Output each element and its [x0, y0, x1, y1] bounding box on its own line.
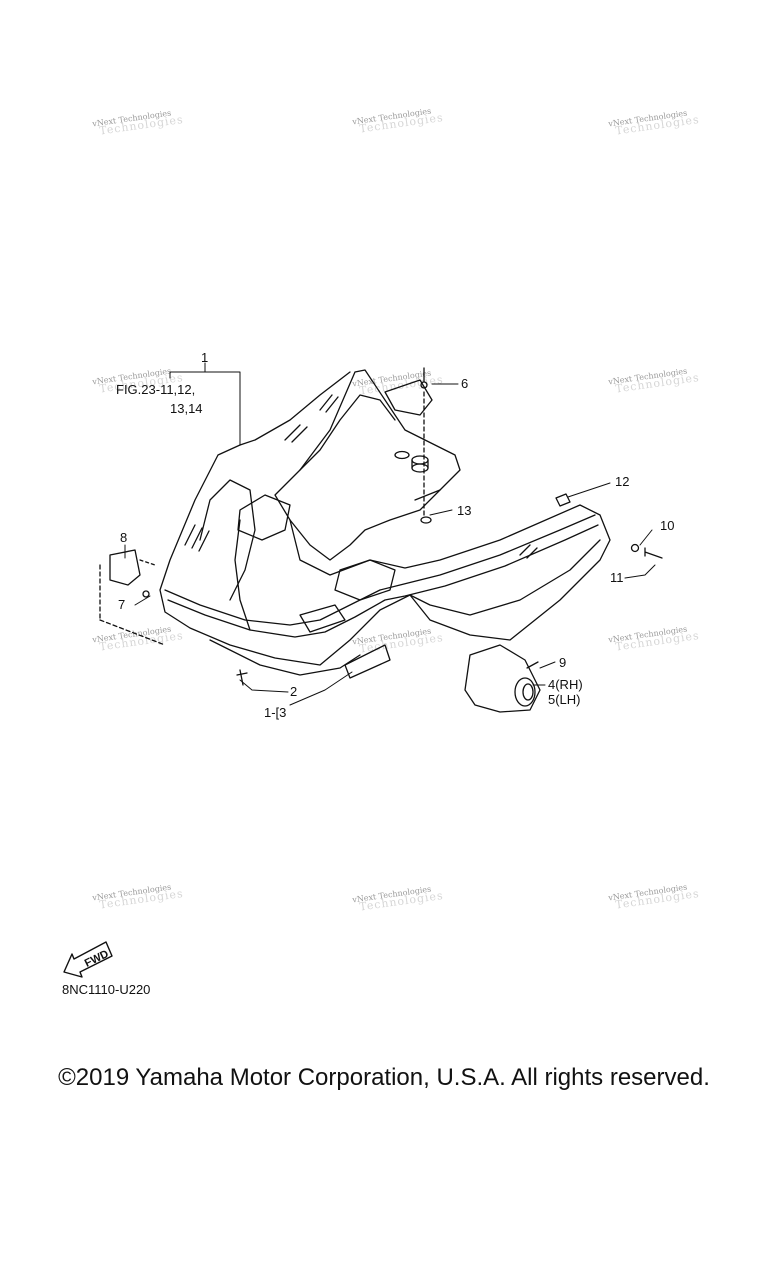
inner-bulkhead [289, 489, 441, 561]
copyright-notice: ©2019 Yamaha Motor Corporation, U.S.A. A… [58, 1064, 710, 1091]
callout-4: 4(RH) [548, 677, 583, 692]
callout-6: 6 [461, 376, 469, 391]
clip-2 [236, 669, 248, 686]
panel-rim-2 [167, 524, 599, 638]
callout-10: 10 [660, 518, 675, 533]
panel-rim [164, 514, 596, 626]
vent-slots [184, 394, 538, 559]
diagram-code: 8NC1110-U220 [62, 982, 151, 997]
side-scoop [199, 479, 256, 601]
fwd-arrow-icon: FWD [63, 941, 113, 978]
front-panel-outline [159, 369, 611, 666]
center-bracket [334, 559, 396, 601]
callout-11: 11 [610, 570, 624, 585]
screw-7 [142, 590, 150, 598]
duct-port [514, 677, 536, 707]
callout-5: 5(LH) [548, 692, 581, 707]
callout-12: 12 [615, 474, 630, 489]
figure-reference-line2: 13,14 [170, 401, 203, 416]
figure-reference-line1: FIG.23-11,12, [116, 382, 196, 397]
nut-12 [555, 493, 571, 507]
washer-10 [630, 543, 640, 553]
cowl-top [299, 394, 396, 471]
nut-13 [420, 516, 432, 524]
callout-9: 9 [559, 655, 567, 670]
front-panel-inner [239, 371, 351, 446]
bracket-8 [109, 549, 141, 586]
upper-bracket [237, 494, 291, 541]
callout-1: 1 [201, 350, 209, 365]
lower-bracket [299, 604, 346, 633]
leaders [124, 362, 656, 706]
side-duct [464, 644, 541, 713]
mount-boss [411, 463, 429, 473]
callout-2: 2 [290, 684, 298, 699]
figure-reference: FIG.23-11,12, 13,14 [116, 380, 203, 418]
mesh-plate [344, 644, 391, 679]
callout-8: 8 [120, 530, 128, 545]
callout-13: 13 [457, 503, 472, 518]
bolt-11 [644, 547, 663, 559]
callout-7: 7 [118, 597, 126, 612]
callout-1-3: 1-[3 [264, 705, 287, 720]
mount-boss-2 [394, 450, 410, 460]
center-wall [234, 519, 251, 631]
rear-arm [409, 539, 601, 616]
screw-9 [526, 661, 539, 669]
top-mesh [384, 379, 433, 416]
